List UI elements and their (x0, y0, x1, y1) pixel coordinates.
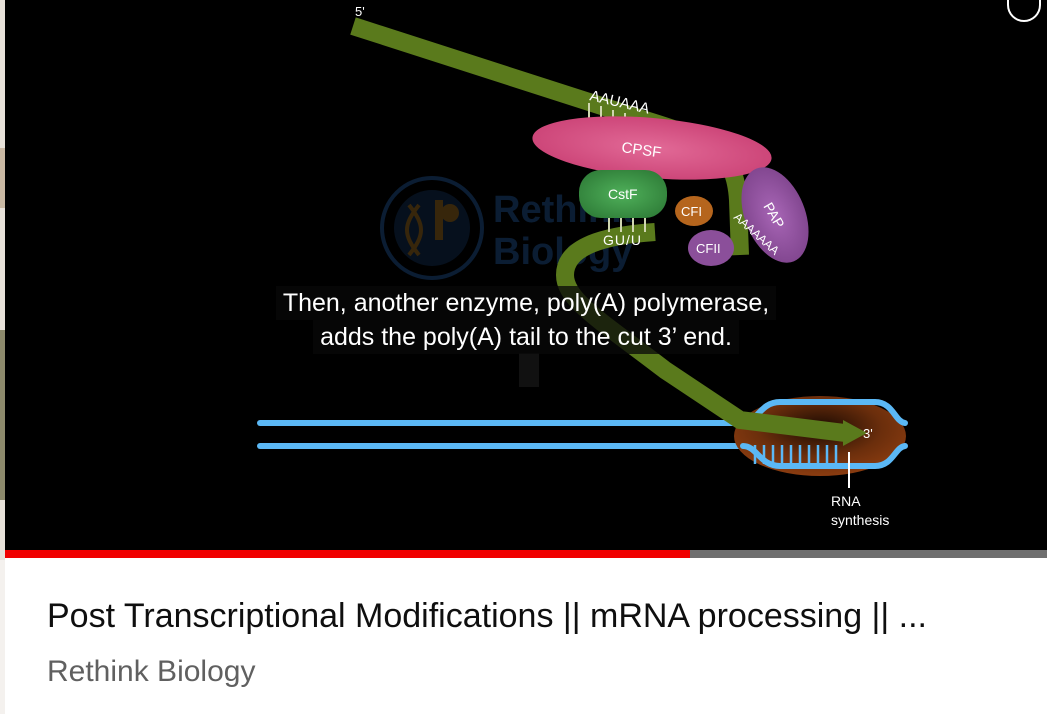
gu-label: GU/U (603, 232, 642, 248)
video-frame[interactable]: Rethink Biology (5, 0, 1047, 550)
cpsf-protein (532, 116, 772, 180)
caption-shadow-block (519, 353, 539, 387)
video-player[interactable]: Rethink Biology (5, 0, 1047, 558)
cfi-label: CFI (681, 204, 702, 219)
channel-name[interactable]: Rethink Biology (47, 655, 256, 688)
five-prime-label: 5' (355, 4, 365, 19)
cstf-protein (579, 170, 667, 218)
progress-bar-played (5, 550, 690, 558)
rna-arrow-head (843, 420, 867, 446)
video-title[interactable]: Post Transcriptional Modifications || mR… (47, 597, 927, 635)
cfi-protein (675, 196, 713, 226)
dna-double-strand (257, 420, 746, 449)
cpsf-label: CPSF (620, 139, 662, 161)
three-prime-label: 3' (863, 426, 873, 441)
rna-synthesis-label-line1: RNA (831, 493, 861, 509)
pap-protein (741, 167, 809, 263)
left-page-edge (0, 0, 5, 714)
video-info: Post Transcriptional Modifications || mR… (47, 590, 1037, 692)
rna-synthesis-label-line2: synthesis (831, 512, 889, 528)
cfii-protein (688, 230, 734, 266)
gu-ticks (608, 218, 646, 232)
cstf-label: CstF (608, 186, 638, 202)
edge-block (0, 330, 5, 500)
template-base-ticks (753, 445, 838, 464)
edge-block (0, 560, 5, 714)
mrna-cleavage-diagram: Rethink Biology (257, 4, 908, 528)
cfii-label: CFII (696, 241, 721, 256)
edge-block (0, 148, 5, 208)
progress-bar[interactable] (5, 550, 1047, 558)
